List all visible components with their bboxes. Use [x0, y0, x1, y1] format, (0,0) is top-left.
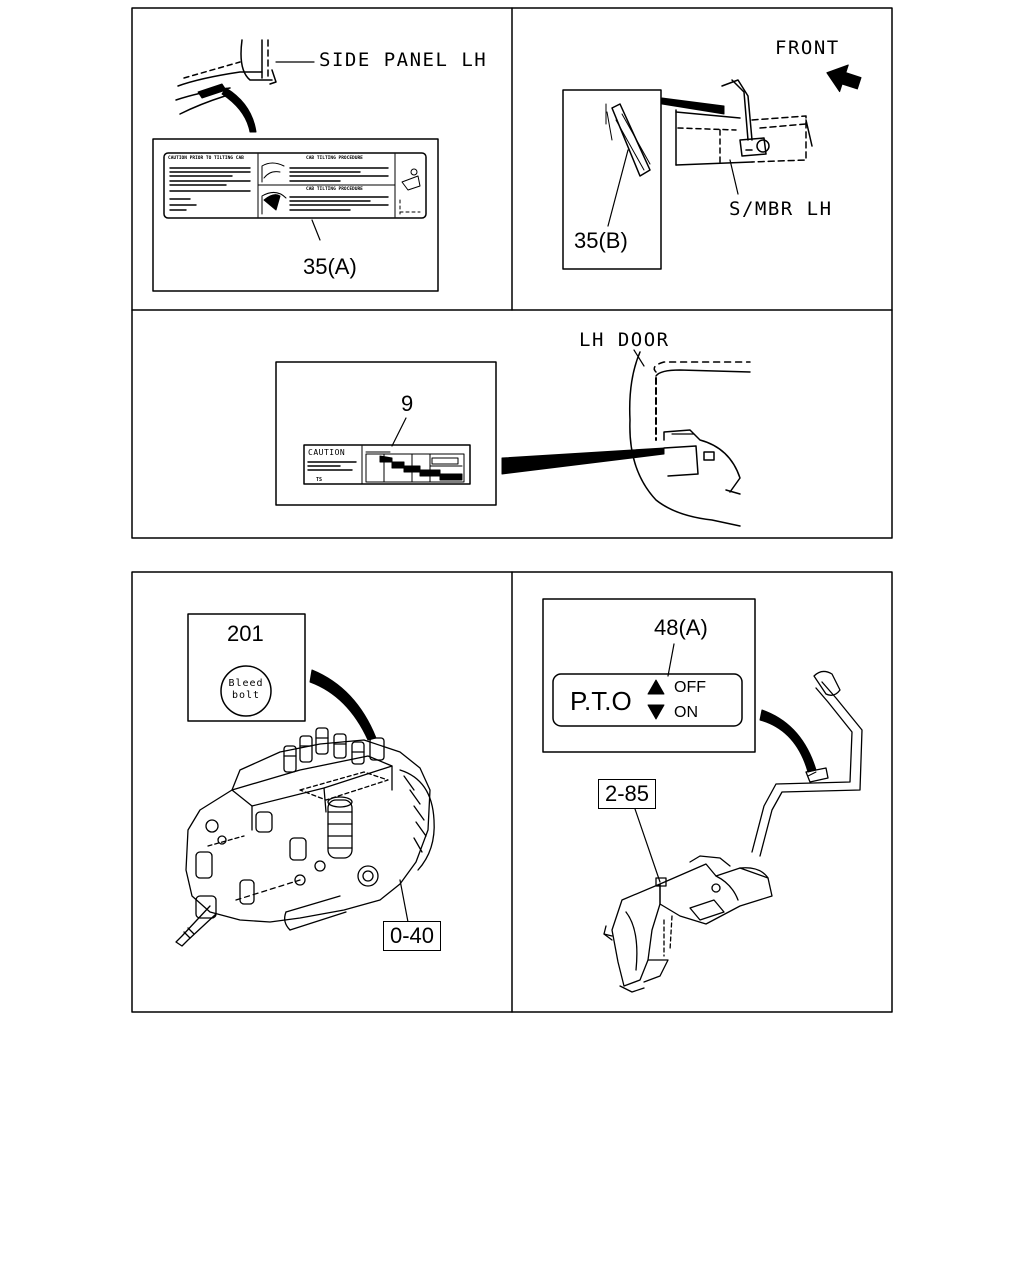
decal-9-corner-text: TS	[316, 477, 323, 483]
decal-35a-box	[152, 138, 439, 292]
decal-9-box	[275, 361, 497, 506]
down-triangle-icon	[647, 704, 665, 720]
decal-35a-heading-right-1: CAB TILTING PROCEDURE	[306, 156, 363, 161]
part-ref-201: 201	[227, 621, 264, 646]
decal-35a-heading-left: CAUTION PRIOR TO TILTING CAB	[168, 156, 244, 161]
part-ref-35b: 35(B)	[574, 228, 628, 253]
decal-35a-heading-right-2: CAB TILTING PROCEDURE	[306, 187, 363, 192]
lh-door-label: LH DOOR	[579, 329, 670, 351]
decal-201-box	[187, 613, 306, 722]
decal-35b-box	[562, 89, 662, 270]
bleed-bolt-decal-text: Bleed bolt	[221, 678, 271, 701]
pto-decal-on: ON	[674, 704, 698, 721]
s-mbr-lh-label: S/MBR LH	[729, 198, 833, 220]
side-panel-illustration	[175, 39, 315, 133]
bleed-bolt-line-1: Bleed	[228, 678, 264, 689]
pto-decal-main: P.T.O	[570, 686, 632, 716]
pto-decal-off: OFF	[674, 679, 706, 696]
callout-2-85: 2-85	[598, 779, 657, 809]
callout-0-40: 0-40	[383, 921, 442, 951]
front-direction-label: FRONT	[775, 37, 840, 59]
pto-switch-illustration	[603, 670, 863, 993]
door-illustration	[501, 349, 751, 527]
part-ref-48a: 48(A)	[654, 615, 708, 640]
decal-48a-box	[542, 598, 756, 753]
injection-pump-illustration	[175, 669, 435, 947]
bleed-bolt-line-2: bolt	[231, 689, 261, 701]
bottom-frame	[131, 571, 893, 1013]
up-triangle-icon	[647, 679, 665, 695]
side-panel-lh-label: SIDE PANEL LH	[319, 49, 488, 71]
front-member-illustration	[661, 64, 862, 195]
top-frame	[131, 7, 893, 539]
decal-9-title: CAUTION	[308, 448, 346, 457]
part-ref-35a: 35(A)	[303, 254, 357, 279]
part-ref-9: 9	[401, 391, 414, 416]
